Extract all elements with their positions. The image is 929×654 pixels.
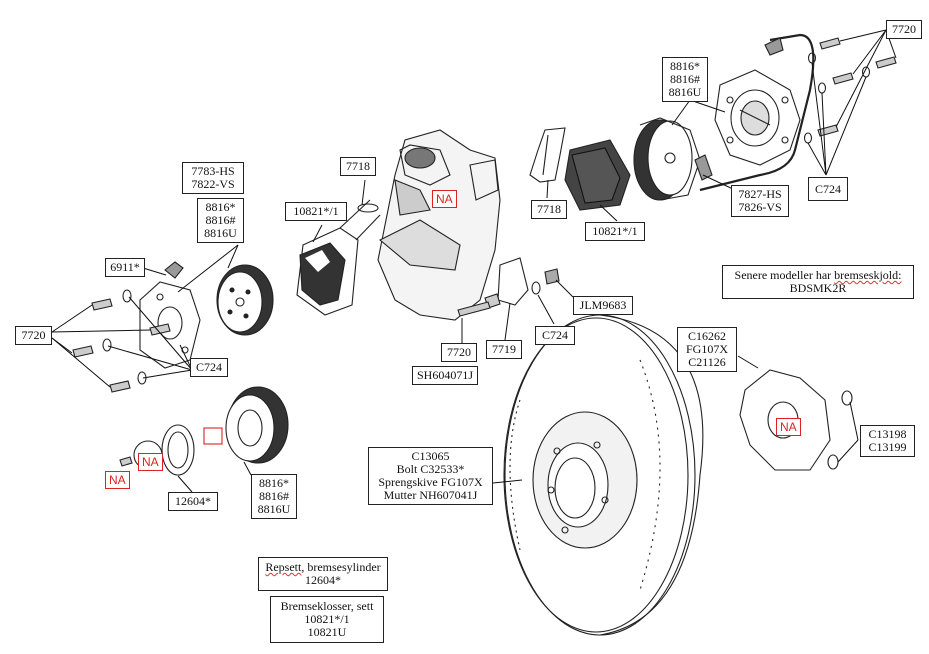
label-7827-line2: 7826-VS (738, 200, 782, 214)
label-c724-mid: C724 (535, 326, 575, 345)
label-8816-bottom: 8816* 8816# 8816U (251, 474, 297, 519)
label-8816-top-line3: 8816U (668, 85, 702, 99)
label-7718-mid: 7718 (340, 157, 376, 176)
label-7720-mid: 7720 (441, 343, 477, 362)
note-brake-pads-line1: Bremseklosser, sett (280, 599, 374, 613)
label-12604: 12604* (168, 492, 218, 511)
note-repair-kit: Repsett, bremsesylinder 12604* (258, 557, 388, 591)
note-brake-shield-word: bremseskjold: (834, 268, 902, 282)
brake-pad-right-drawing (529, 127, 631, 211)
label-7719: 7719 (486, 340, 522, 359)
label-8816-left-line3: 8816U (204, 226, 237, 240)
note-brake-pads-line3: 10821U (307, 625, 347, 639)
label-8816-bottom-line1: 8816* (259, 476, 289, 490)
label-8816-top-line1: 8816* (670, 59, 700, 73)
label-7827-line1: 7827-HS (738, 187, 782, 201)
na-badge-bottom-left-2: NA (105, 471, 130, 489)
label-c13065-line2: Bolt C32533* (396, 462, 465, 476)
label-c13065-line4: Mutter NH607041J (383, 488, 478, 502)
label-8816-left: 8816* 8816# 8816U (197, 198, 244, 243)
note-repair-kit-line1: Repsett, bremsesylinder (264, 561, 382, 574)
note-repair-kit-line2: 12604* (305, 573, 341, 587)
bolts-left-drawing (72, 289, 171, 393)
label-c16262-line1: C16262 (687, 329, 726, 343)
na-badge-bottom-left-1: NA (138, 453, 163, 471)
label-7718-right: 7718 (531, 200, 567, 219)
wheel-cylinder-top-drawing (633, 117, 701, 201)
note-brake-shield-prefix: Senere modeller har (734, 268, 835, 282)
brake-disc-drawing (503, 314, 704, 636)
label-c13198-line2: C13199 (868, 440, 907, 454)
label-8816-left-line1: 8816* (205, 200, 236, 214)
note-brake-pads-line2: 10821*/1 (304, 612, 350, 626)
wheel-cylinder-left-drawing (216, 264, 274, 336)
label-c13198: C13198 C13199 (860, 425, 915, 457)
note-brake-shield-line2: BDSMK2R (789, 281, 847, 295)
label-10821-right: 10821*/1 (585, 222, 645, 241)
cylinder-housing-left-drawing (139, 261, 201, 369)
note-brake-pads: Bremseklosser, sett 10821*/1 10821U (270, 596, 384, 643)
bolts-top-right-drawing (803, 37, 897, 144)
label-10821-left: 10821*/1 (285, 202, 347, 221)
label-c16262-line2: FG107X (685, 342, 728, 356)
label-sh604071j: SH604071J (412, 366, 478, 385)
label-8816-bottom-line3: 8816U (257, 502, 291, 516)
note-repair-kit-word: Repsett (265, 560, 302, 574)
label-8816-top: 8816* 8816# 8816U (662, 57, 708, 102)
label-c13065-line3: Sprengskive FG107X (378, 475, 483, 489)
label-7827: 7827-HS 7826-VS (731, 185, 789, 217)
label-7720-top-right: 7720 (886, 20, 922, 39)
label-7783: 7783-HS 7822-VS (182, 162, 244, 194)
note-repair-kit-rest: , bremsesylinder (301, 560, 381, 574)
label-6911: 6911* (105, 258, 145, 277)
label-c16262: C16262 FG107X C21126 (677, 327, 737, 372)
label-c13065: C13065 Bolt C32533* Sprengskive FG107X M… (368, 447, 493, 505)
brake-pipe-drawing (699, 33, 815, 192)
label-c724-right: C724 (808, 177, 848, 201)
brake-pad-left-drawing (296, 199, 381, 316)
label-8816-bottom-line2: 8816# (259, 489, 289, 503)
note-brake-shield-line1: Senere modeller har bremseskjold: (728, 269, 908, 282)
label-c16262-line3: C21126 (688, 355, 726, 369)
label-jlm9683: JLM9683 (573, 296, 633, 315)
note-brake-shield: Senere modeller har bremseskjold: BDSMK2… (722, 265, 914, 299)
label-8816-left-line2: 8816# (205, 213, 236, 227)
cylinder-housing-top-drawing (714, 69, 801, 166)
na-badge-caliper: NA (432, 190, 457, 208)
small-parts-mid-drawing (457, 257, 560, 317)
label-8816-top-line2: 8816# (670, 72, 700, 86)
na-badge-shield: NA (776, 418, 801, 436)
label-7720-left: 7720 (15, 326, 52, 345)
label-c724-left: C724 (190, 358, 228, 377)
label-c13065-line1: C13065 (411, 449, 450, 463)
caliper-body-drawing (377, 129, 501, 321)
label-c13198-line1: C13198 (868, 427, 907, 441)
label-7783-line1: 7783-HS (191, 164, 235, 178)
label-7783-line2: 7822-VS (191, 177, 235, 191)
